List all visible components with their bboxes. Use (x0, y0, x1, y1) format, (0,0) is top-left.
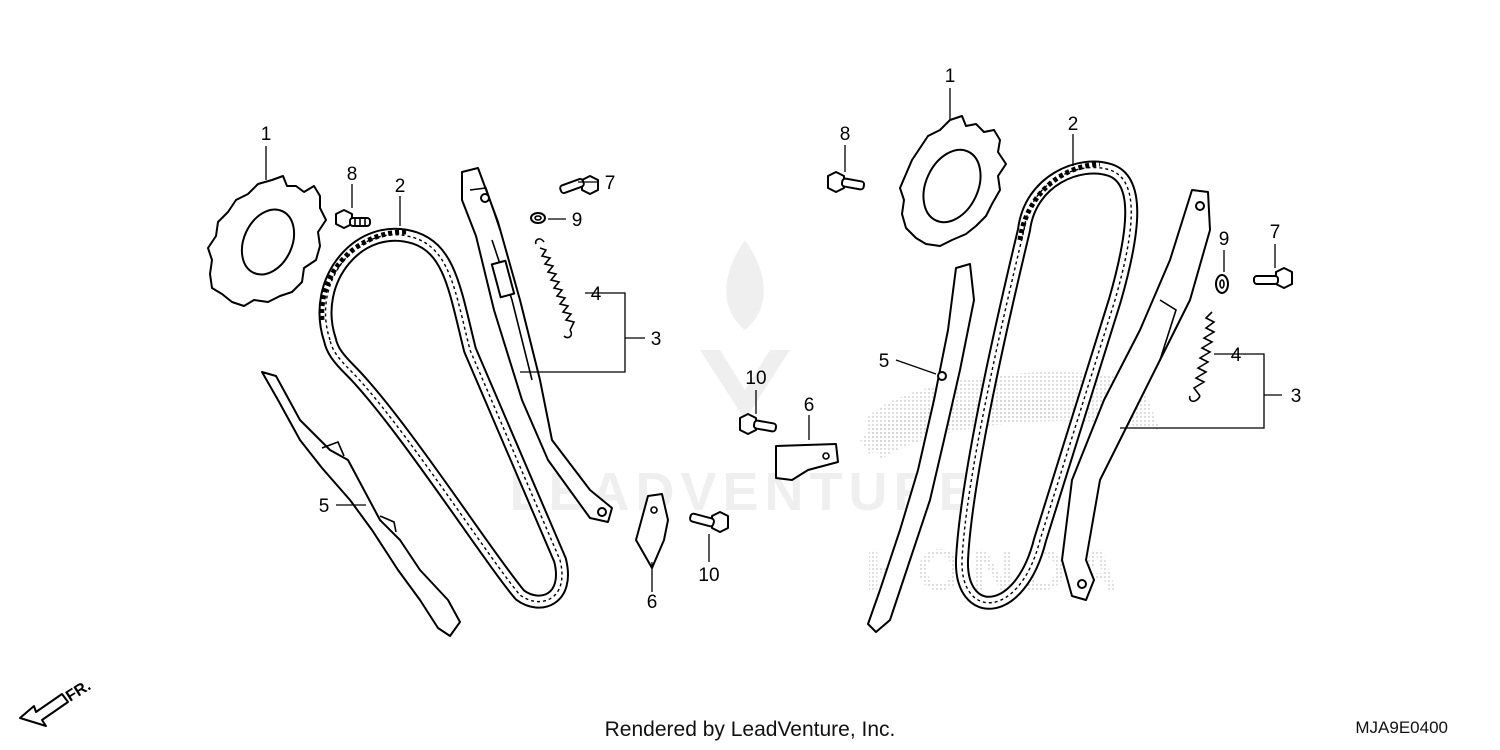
center-bolt-10 (739, 413, 778, 435)
callout-4: 4 (1231, 345, 1242, 366)
right-callouts: 1 2 3 4 5 7 8 9 (840, 66, 1302, 407)
center-bracket (775, 443, 839, 481)
callout-6: 6 (804, 395, 815, 416)
callout-1: 1 (945, 66, 956, 87)
callout-7: 7 (605, 173, 616, 194)
left-cam-sprocket (207, 175, 327, 307)
right-cam-chain (954, 160, 1139, 610)
callout-5: 5 (879, 351, 890, 372)
footer-credit: Rendered by LeadVenture, Inc. (604, 718, 896, 741)
callout-4: 4 (591, 284, 602, 305)
right-bolt-7 (1253, 267, 1293, 289)
callout-2: 2 (395, 176, 406, 197)
callout-3: 3 (651, 329, 662, 350)
right-washer-9 (1215, 274, 1229, 294)
right-tensioner-arm (1061, 189, 1211, 601)
left-bracket-6 (635, 493, 669, 569)
left-bolt-7 (559, 175, 599, 195)
right-chain-guide (867, 263, 975, 633)
diagram-code: MJA9E0400 (1355, 718, 1448, 737)
callout-1: 1 (261, 124, 272, 145)
callout-10: 10 (698, 565, 719, 586)
callout-5: 5 (319, 496, 330, 517)
left-bolt-8 (335, 209, 371, 229)
callout-6: 6 (647, 592, 658, 613)
right-cam-sprocket (899, 115, 1007, 247)
center-callout: 6 (804, 395, 815, 416)
callout-10: 10 (745, 368, 766, 389)
callout-8: 8 (347, 164, 358, 185)
left-chain-guide (261, 371, 461, 637)
left-callouts: 1 2 3 4 5 6 7 8 9 10 10 (261, 124, 767, 613)
left-tensioner-arm (461, 167, 613, 523)
callout-9: 9 (1219, 229, 1230, 250)
callout-8: 8 (840, 124, 851, 145)
left-bolt-10 (689, 511, 729, 533)
callout-2: 2 (1068, 114, 1079, 135)
callout-7: 7 (1270, 222, 1281, 243)
leader-lines (265, 88, 1282, 592)
callout-9: 9 (572, 210, 583, 231)
left-cam-chain (318, 227, 569, 609)
callout-3: 3 (1291, 386, 1302, 407)
left-washer-9 (530, 212, 546, 224)
left-tensioner-spring (534, 238, 576, 339)
right-tensioner-spring (1188, 311, 1216, 403)
right-bolt-8 (827, 171, 866, 193)
